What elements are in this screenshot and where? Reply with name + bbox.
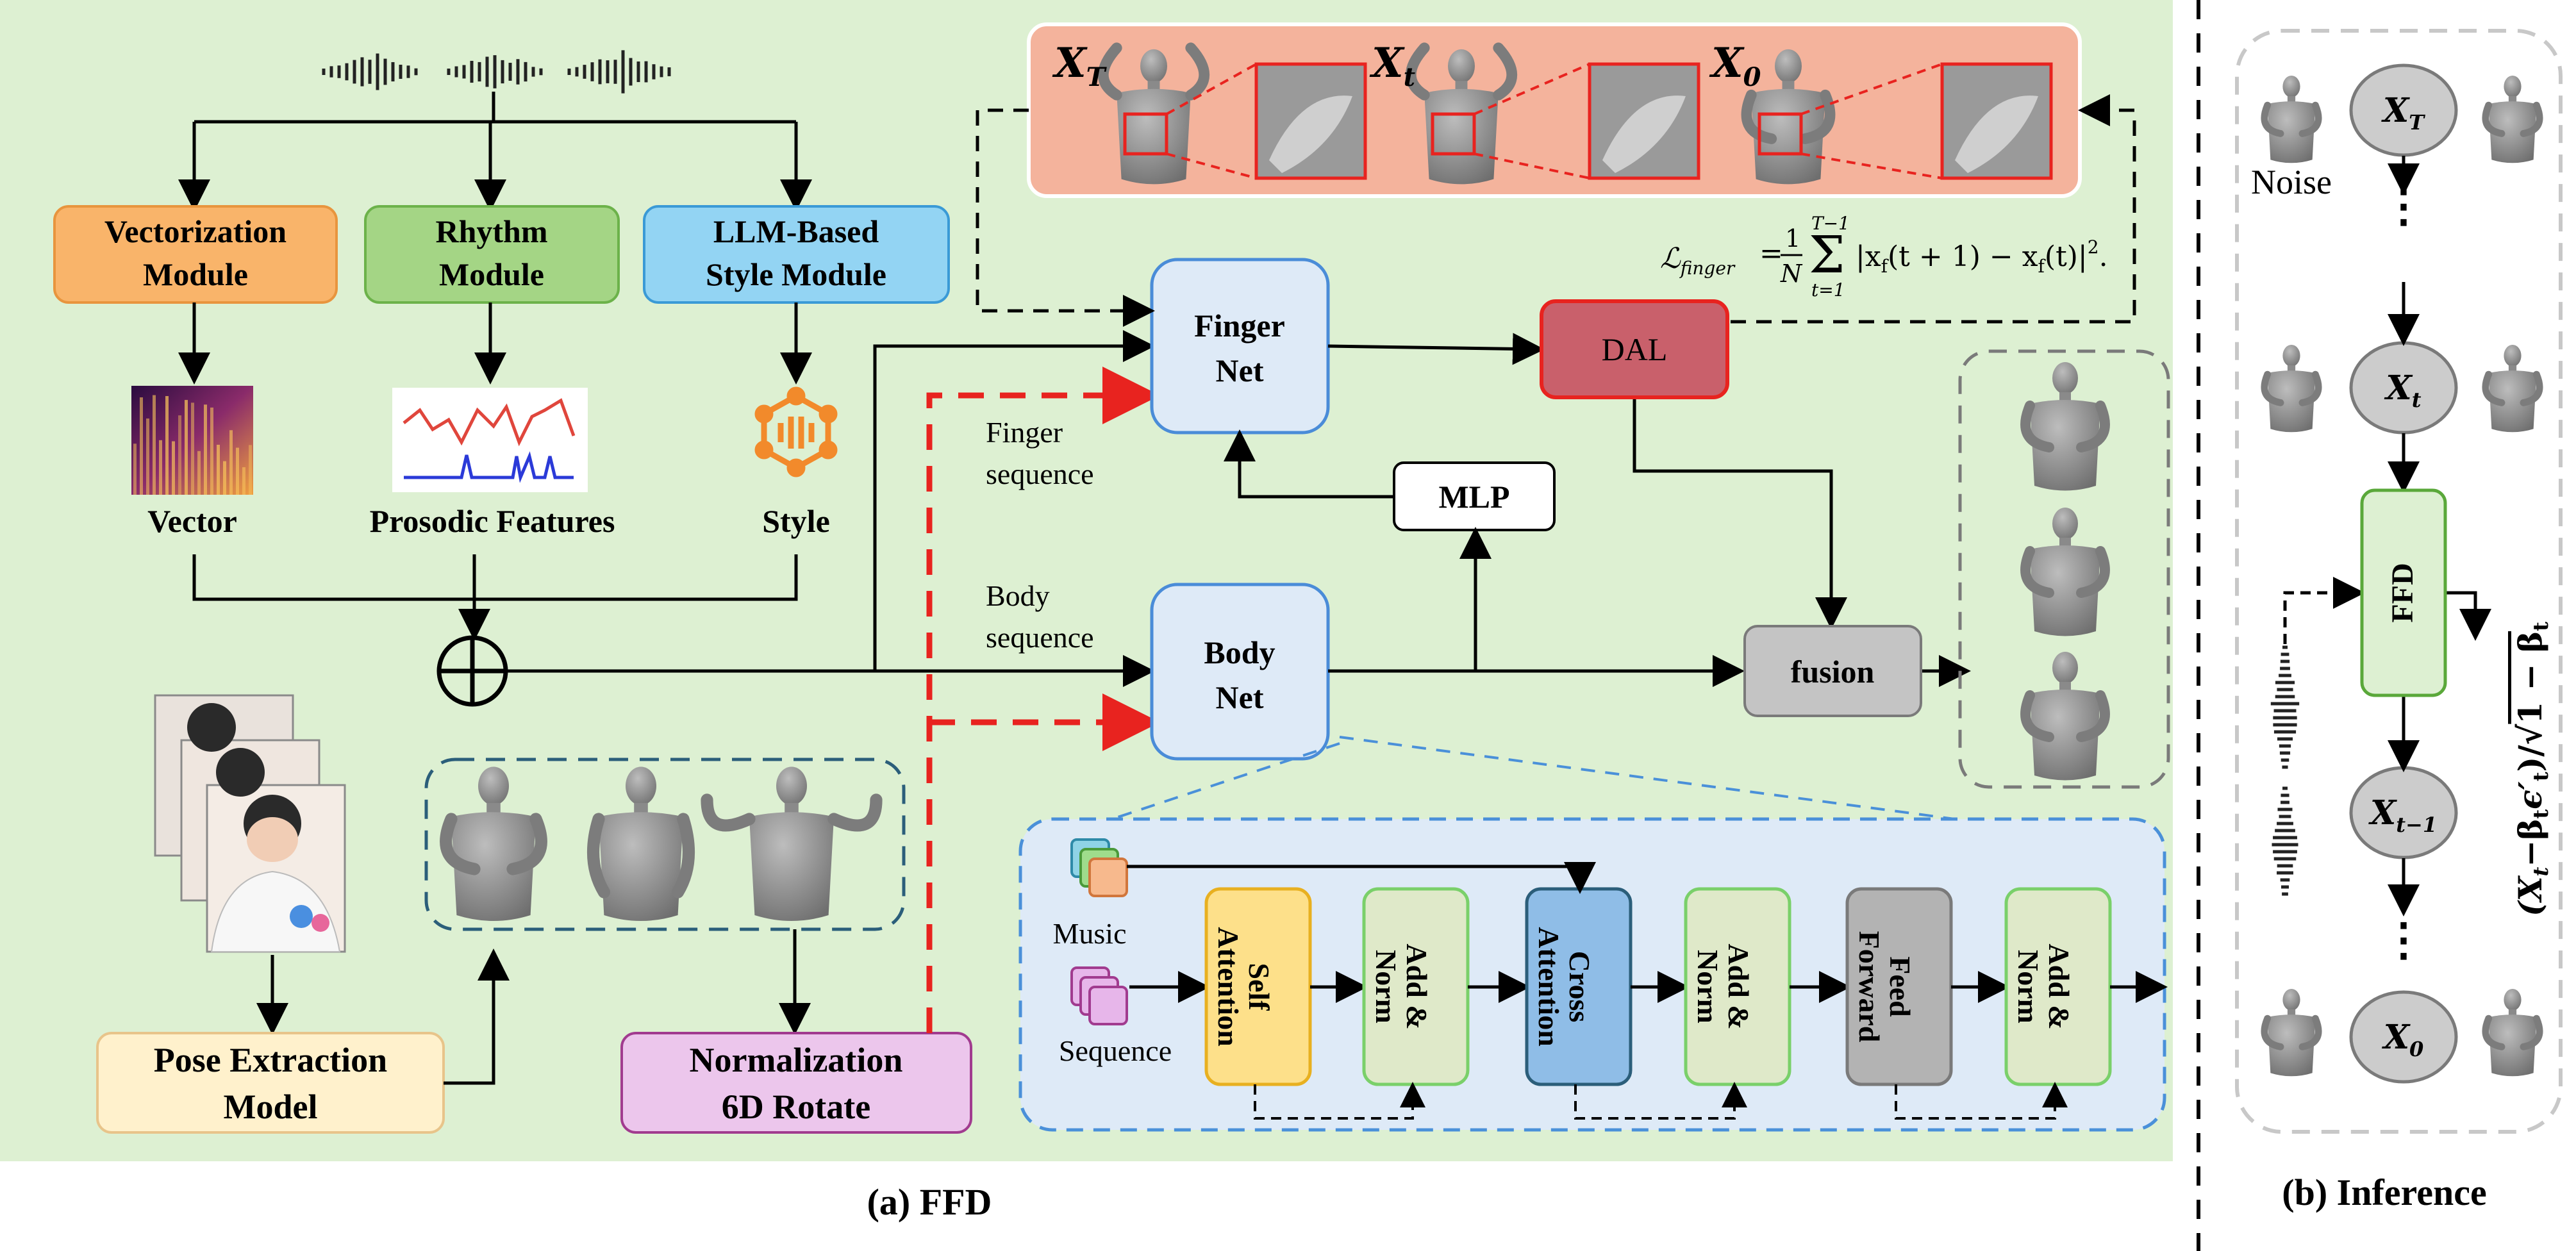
- svg-text:=: =: [1759, 237, 1783, 270]
- ffd-block: [2360, 488, 2447, 697]
- fusion-block: [1743, 625, 1922, 717]
- body-sequence-label-1: Body: [986, 579, 1050, 612]
- panel-b-caption: (b) Inference: [2282, 1172, 2486, 1213]
- xt-top-label: XT: [1052, 39, 1108, 92]
- normalization-label-1: Normalization: [690, 1041, 903, 1079]
- inference-node-label-2: Xt−1: [2368, 793, 2437, 837]
- finger-loss-formula: ℒfinger = 1 N Σ T−1 t=1 |xf(t + 1) − xf(…: [1660, 213, 2108, 301]
- rhythm-module-label-2: Module: [439, 256, 544, 292]
- transformer-block-label-3-b: Norm: [1691, 950, 1724, 1023]
- transformer-block-label-2-a: Cross: [1563, 951, 1596, 1023]
- net-connection-arrows: [1224, 333, 1971, 687]
- style-icon: [754, 386, 838, 477]
- llm-style-module-label-2: Style Module: [706, 256, 886, 292]
- svg-text:|xf(t + 1) − xf(t)|2.: |xf(t + 1) − xf(t)|2.: [1856, 236, 2108, 277]
- pose-extraction-label-1: Pose Extraction: [154, 1041, 387, 1079]
- transformer-block-label-0-b: Attention: [1212, 927, 1245, 1047]
- normalization-module: [620, 1032, 972, 1134]
- finger-sequence-label-2: sequence: [986, 458, 1094, 490]
- panel-a-caption: (a) FFD: [867, 1181, 992, 1223]
- svg-text:T−1: T−1: [1811, 213, 1850, 234]
- body-net-label-2: Net: [1216, 679, 1264, 715]
- prosodic-features-plot: [392, 388, 588, 492]
- finger-sequence-label-1: Finger: [986, 416, 1063, 449]
- pose-extraction-label-2: Model: [224, 1088, 318, 1126]
- main-flow-lines: [506, 330, 1155, 687]
- transformer-block-label-4-b: Forward: [1853, 931, 1886, 1043]
- sequence-stack-icon: [1070, 966, 1128, 1025]
- inference-node-3: [2349, 990, 2458, 1084]
- noise-label: Noise: [2251, 163, 2332, 201]
- waveform-branch-arrows: [178, 92, 812, 211]
- dal-label: DAL: [1602, 331, 1668, 367]
- extracted-poses-figures: [440, 766, 883, 921]
- normalization-label-2: 6D Rotate: [722, 1088, 870, 1126]
- dal-block: [1540, 299, 1729, 399]
- extracted-poses-frame: [424, 758, 906, 931]
- x0-top-label: X0: [1709, 39, 1761, 92]
- fusion-label: fusion: [1791, 654, 1875, 690]
- xt-mid-label: Xt: [1369, 39, 1416, 92]
- rhythm-module-label-1: Rhythm: [435, 213, 547, 249]
- music-to-cross-attention-arrow: [1127, 862, 1596, 894]
- concat-plus-icon: [436, 635, 508, 707]
- vector-label: Vector: [147, 503, 237, 539]
- transformer-block-label-5-a: Add &: [2043, 943, 2075, 1029]
- svg-text:Σ: Σ: [1809, 225, 1845, 285]
- pose-to-bodies-arrow: [444, 949, 510, 1085]
- audio-waveform-icon: [322, 50, 671, 94]
- finger-net-label-1: Finger: [1194, 308, 1285, 344]
- llm-style-module-label-1: LLM-Based: [713, 213, 879, 249]
- output-poses-frame: [1958, 349, 2170, 789]
- transformer-block-label-2-b: Attention: [1533, 927, 1565, 1047]
- inference-step-formula: (Xt−βtϵ′t)/√1 − βt: [2511, 622, 2553, 916]
- output-poses-figures: [2020, 362, 2110, 781]
- bodynet-expand-right-line: [1339, 736, 1956, 820]
- body-net: [1150, 583, 1330, 761]
- finger-net-label-2: Net: [1216, 352, 1264, 388]
- svg-text:t=1: t=1: [1811, 279, 1845, 301]
- transformer-block-label-5-b: Norm: [2012, 950, 2045, 1023]
- finger-feedback-dashed-arrows: [976, 94, 2136, 327]
- vectorization-module-label-2: Module: [143, 256, 248, 292]
- inference-node-label-0: XT: [2381, 91, 2425, 135]
- inference-ellipsis-0: ⋮: [2381, 182, 2426, 231]
- music-stack-icon: [1070, 838, 1128, 897]
- normalized-sequence-red-arrows: [926, 367, 1160, 1033]
- module-feature-arrows: [178, 302, 812, 385]
- body-sequence-label-2: sequence: [986, 621, 1094, 654]
- svg-text:1: 1: [1785, 224, 1800, 253]
- finger-net: [1150, 258, 1330, 435]
- prosodic-features-label: Prosodic Features: [370, 503, 615, 539]
- body-net-label-1: Body: [1204, 634, 1275, 670]
- inference-node-0: [2349, 63, 2458, 157]
- finger-detail-figures: [1097, 42, 2053, 185]
- inference-ellipsis-1: ⋮: [2381, 916, 2426, 965]
- ffd-label: FFD: [2386, 563, 2420, 622]
- spectrogram-image: [131, 386, 253, 495]
- mlp-label: MLP: [1438, 479, 1509, 515]
- svg-text:N: N: [1780, 260, 1803, 288]
- transformer-block-label-3-a: Add &: [1722, 943, 1755, 1029]
- svg-text:ℒfinger: ℒfinger: [1660, 242, 1736, 279]
- transformer-block-label-1-a: Add &: [1400, 943, 1433, 1029]
- vectorization-module-label-1: Vectorization: [104, 213, 287, 249]
- music-label: Music: [1053, 917, 1127, 950]
- feature-combine-lines: [192, 554, 798, 641]
- transformer-block-label-4-a: Feed: [1884, 956, 1916, 1017]
- inference-node-label-1: Xt: [2384, 369, 2421, 412]
- inference-node-label-3: X0: [2382, 1018, 2424, 1061]
- transformer-block-label-0-a: Self: [1243, 963, 1276, 1011]
- sequence-label: Sequence: [1059, 1034, 1172, 1067]
- inference-panel-frame: [2235, 29, 2563, 1134]
- style-label: Style: [762, 503, 830, 539]
- transformer-block-label-1-b: Norm: [1370, 950, 1402, 1023]
- bodynet-expand-left-line: [1111, 742, 1340, 820]
- video-frames-image: [154, 694, 346, 953]
